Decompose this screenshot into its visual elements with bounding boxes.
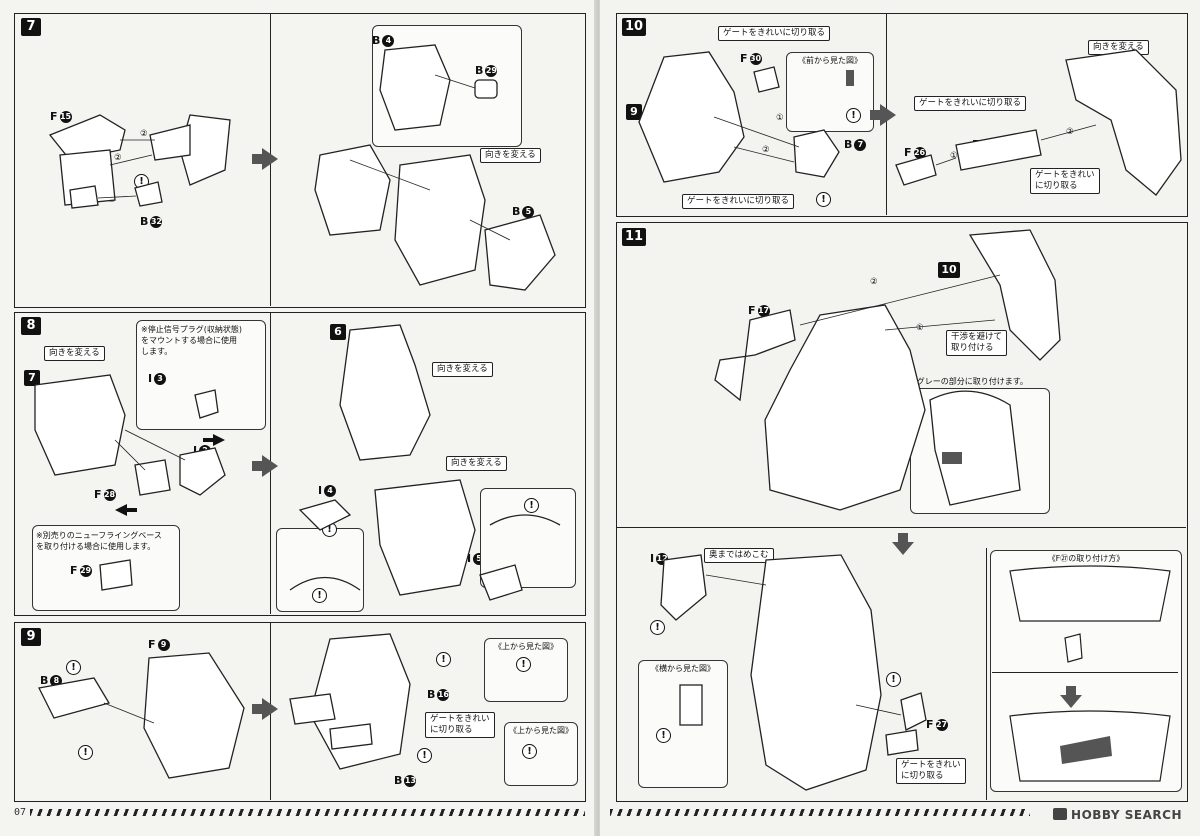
caution-icon: ! — [886, 672, 901, 687]
howto-divider — [992, 672, 1178, 673]
ref-step7: 7 — [24, 370, 40, 386]
step11-badge: 11 — [622, 228, 646, 246]
arrow-right-icon — [252, 455, 278, 477]
arrow-down-icon — [1060, 686, 1082, 708]
hobbysearch-watermark: HOBBY SEARCH — [1053, 808, 1182, 822]
step8-panel — [14, 312, 586, 616]
step11-bottom-illustration — [660, 554, 927, 791]
caution-icon: ! — [522, 744, 537, 759]
order-1a: ① — [776, 113, 784, 123]
caution-icon: ! — [78, 745, 93, 760]
caution-icon: ! — [66, 660, 81, 675]
gate-cut-callout-bottom: ゲートをきれいに切り取る — [682, 194, 795, 209]
step10-badge: 10 — [622, 18, 646, 36]
arrow-right-icon — [252, 148, 278, 170]
caution-icon: ! — [846, 108, 861, 123]
step10-panel — [616, 13, 1188, 217]
step11-vdivider — [986, 548, 987, 800]
page-number-left: 07 — [14, 807, 27, 818]
step9-panel — [14, 622, 586, 802]
step11-top-illustration — [714, 229, 1061, 511]
arrow-right-icon — [870, 104, 896, 126]
note1: ※停止信号プラグ(収納状態) をマウントする場合に使用 します。 — [141, 325, 242, 356]
step7-badge: 7 — [21, 18, 41, 36]
step7-right-illustration — [314, 44, 556, 291]
f27-howto-illustration — [1009, 565, 1171, 782]
step11-panel — [616, 222, 1188, 802]
order-2: ② — [870, 277, 878, 287]
step9-left-illustration — [38, 652, 245, 779]
footer-stripes — [30, 809, 585, 816]
avoid-interference-callout: 干渉を避けて 取り付ける — [946, 330, 1008, 356]
step10-right-illustration — [895, 49, 1182, 196]
step10-left-illustration — [638, 51, 854, 183]
caution-icon: ! — [656, 728, 671, 743]
caution-icon: ! — [816, 192, 831, 207]
step9-badge: 9 — [21, 628, 41, 646]
turn-callout-1: 向きを変える — [44, 346, 105, 361]
left-page: 7 F15 F16 B32 ② ② ① ! B4 B29 B5 向きを変える — [0, 0, 596, 836]
top-view-box-2: 《上から見た図》 — [504, 722, 578, 786]
ref-step9: 9 — [626, 104, 642, 120]
step7-panel — [14, 13, 586, 308]
gate-cut-callout-mid: ゲートをきれいに切り取る — [914, 96, 1027, 111]
note2: ※別売りのニューフライングベース を取り付ける場合に使用します。 — [36, 531, 162, 551]
gate-cut-callout: ゲートをきれい に切り取る — [425, 712, 495, 738]
push-in-callout: 奥まではめこむ — [704, 548, 774, 563]
step9-right-illustration — [289, 633, 411, 770]
ref-step10: 10 — [938, 262, 960, 278]
front-view-box: 《前から見た図》 — [786, 52, 874, 132]
caution-icon: ! — [436, 652, 451, 667]
ref-step6: 6 — [330, 324, 346, 340]
order-1b: ① — [950, 151, 958, 161]
order-2a: ② — [762, 145, 770, 155]
caution-icon: ! — [524, 498, 539, 513]
turn-callout: 向きを変える — [480, 148, 541, 163]
step8-badge: 8 — [21, 317, 41, 335]
gate-cut-callout-top: ゲートをきれいに切り取る — [718, 26, 831, 41]
gate-cut-callout: ゲートをきれい に切り取る — [896, 758, 966, 784]
gate-cut-callout-small: ゲートをきれい に切り取る — [1030, 168, 1100, 194]
caution-icon: ! — [417, 748, 432, 763]
hobbysearch-logo-icon — [1053, 808, 1068, 820]
caution-icon: ! — [650, 620, 665, 635]
caution-icon: ! — [312, 588, 327, 603]
arrow-right-icon — [252, 698, 278, 720]
step11-hdivider — [617, 527, 1186, 528]
caution-icon: ! — [516, 657, 531, 672]
step7-left-illustration — [48, 114, 231, 209]
footer-stripes — [610, 809, 1030, 816]
book-spine — [594, 0, 602, 836]
order-2b: ② — [114, 153, 122, 163]
turn-callout-3: 向きを変える — [446, 456, 507, 471]
order-1: ① — [916, 323, 924, 333]
gray-note: ※グレーの部分に取り付けます。 — [910, 377, 1028, 386]
step8-left-illustration — [34, 374, 226, 591]
step8-right-illustration — [289, 324, 561, 601]
turn-callout-2: 向きを変える — [432, 362, 493, 377]
order-2a: ② — [140, 129, 148, 139]
arrow-down-icon — [892, 533, 914, 555]
